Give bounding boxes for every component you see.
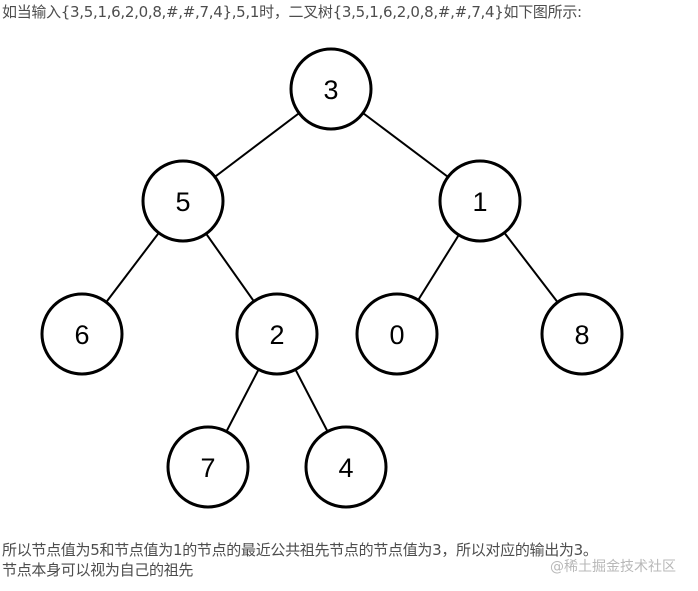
tree-node-label: 5 [175,187,190,217]
tree-node-circle [304,425,388,509]
tree-node-4: 4 [304,425,388,509]
tree-node-2: 2 [235,292,319,376]
tree-node-label: 4 [338,453,353,483]
tree-node-circle [141,159,225,243]
tree-node-label: 1 [472,187,487,217]
explanation-text: 所以节点值为5和节点值为1的节点的最近公共祖先节点的节点值为3，所以对应的输出为… [2,540,598,580]
tree-node-6: 6 [40,292,124,376]
explanation-line-1: 所以节点值为5和节点值为1的节点的最近公共祖先节点的节点值为3，所以对应的输出为… [2,541,598,559]
watermark: @稀土掘金技术社区 [550,559,676,575]
tree-nodes: 3 5 1 6 2 0 8 7 4 [40,47,624,509]
tree-node-8: 8 [540,292,624,376]
explanation-line-2: 节点本身可以视为自己的祖先 [2,561,194,579]
tree-node-0: 0 [355,292,439,376]
tree-node-label: 8 [574,320,589,350]
tree-node-circle [540,292,624,376]
tree-node-circle [289,47,373,131]
tree-node-circle [40,292,124,376]
tree-node-circle [438,159,522,243]
tree-node-5: 5 [141,159,225,243]
tree-node-circle [235,292,319,376]
tree-node-circle [166,425,250,509]
tree-node-label: 7 [200,453,215,483]
tree-node-7: 7 [166,425,250,509]
tree-node-label: 2 [269,320,284,350]
intro-text: 如当输入{3,5,1,6,2,0,8,#,#,7,4},5,1时，二叉树{3,5… [2,3,582,21]
tree-node-3: 3 [289,47,373,131]
tree-node-circle [355,292,439,376]
tree-node-1: 1 [438,159,522,243]
tree-node-label: 6 [74,320,89,350]
tree-edges [81,88,583,468]
tree-node-label: 3 [323,75,338,105]
tree-node-label: 0 [389,320,404,350]
